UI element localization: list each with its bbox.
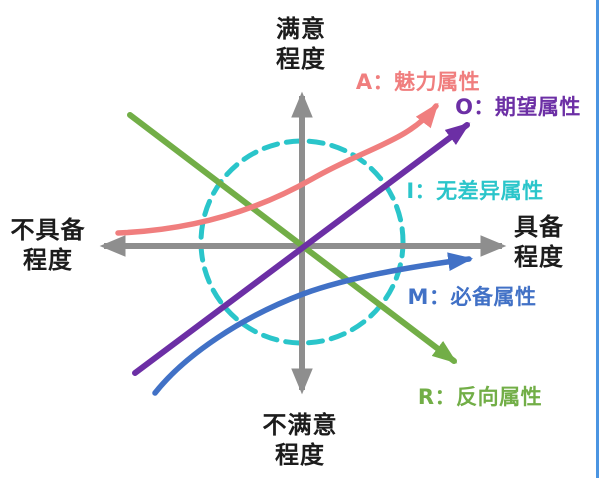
x-axis-left-label-line1: 不具备 xyxy=(10,216,86,244)
x-axis-right-label-line1: 具备 xyxy=(514,213,564,241)
y-axis-bottom-label: 不满意 程度 xyxy=(263,410,338,470)
expected-label: O：期望属性 xyxy=(455,95,581,119)
indifferent-label: I：无差异属性 xyxy=(406,179,544,203)
x-axis-right-label: 具备 程度 xyxy=(514,212,564,272)
x-axis-right-label-line2: 程度 xyxy=(514,243,564,271)
x-axis-left-label: 不具备 程度 xyxy=(11,215,86,275)
y-axis-top-label-line1: 满意 xyxy=(276,15,326,43)
expected-line xyxy=(132,122,471,376)
window-edge xyxy=(596,0,599,478)
attractive-curve xyxy=(115,102,439,236)
mustbe-curve xyxy=(152,252,474,396)
y-axis-bottom-label-line2: 程度 xyxy=(275,441,325,469)
mustbe-label: M：必备属性 xyxy=(407,285,537,309)
y-axis-top-label: 满意 程度 xyxy=(276,14,326,74)
reverse-line xyxy=(127,112,458,364)
y-axis-bottom-label-line1: 不满意 xyxy=(262,411,338,439)
y-axis-top-label-line2: 程度 xyxy=(276,45,326,73)
reverse-label: R：反向属性 xyxy=(417,385,543,409)
attractive-label: A：魅力属性 xyxy=(355,70,481,94)
x-axis-left-label-line2: 程度 xyxy=(23,246,73,274)
